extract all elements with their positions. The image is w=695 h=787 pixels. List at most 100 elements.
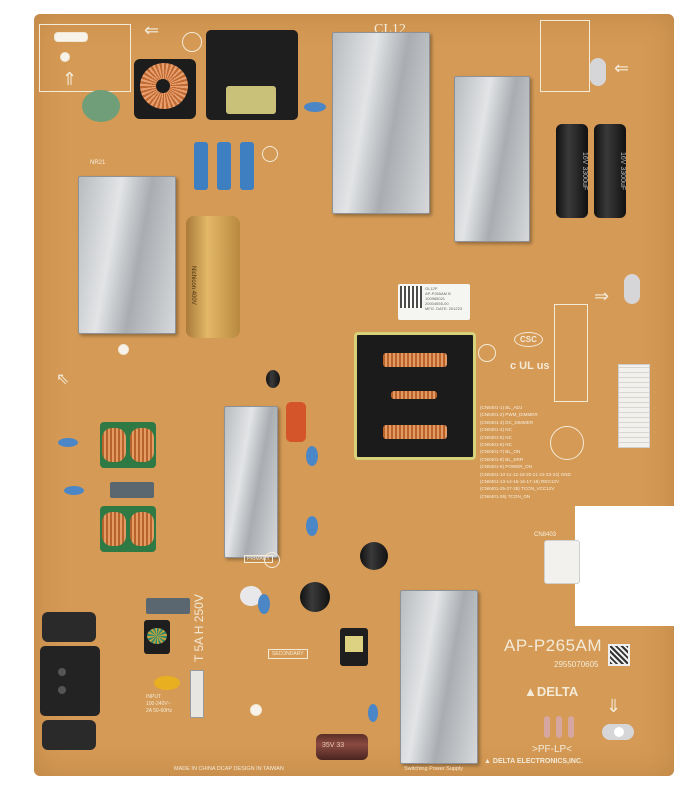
sticker-line-5: MFG. DATE: 201223	[425, 306, 463, 311]
input-voltage: 100-240V~	[146, 701, 171, 707]
pin-label: (CN8401-3) DC_DIMMER	[480, 419, 534, 425]
silk-outline	[39, 24, 131, 92]
datamatrix-code	[608, 644, 630, 666]
ac-inlet[interactable]	[40, 612, 100, 752]
heatsink-middle	[224, 406, 278, 558]
x-capacitor-2	[217, 142, 231, 190]
mounting-hole-mid	[250, 704, 262, 716]
sticker-line-4: 20004655-00	[425, 301, 449, 306]
pin-label: (CN8401-1) BL_ADJ	[480, 405, 523, 410]
resistor-rt12	[556, 716, 562, 738]
electrolytic-brown: 35V 33	[316, 734, 368, 760]
footer-text: MADE IN CHINA DCAP DESIGN IN TAIWAN	[174, 766, 284, 772]
brand-name: DELTA	[536, 684, 579, 699]
csc-mark: CSC	[514, 332, 543, 347]
transformer-winding-top	[383, 353, 447, 367]
heatsink-left	[78, 176, 176, 334]
pin-label: (CN8401-7) BL_ON	[480, 449, 521, 455]
sticker-line-3: 100985021	[425, 296, 446, 301]
pin-label: (CN8401-2) PWM_DIMMER	[480, 412, 538, 418]
arrow-left-small-icon: ⇖	[56, 371, 70, 388]
board-cutout	[575, 506, 685, 626]
sticker-line-2: AP-P265AM B	[425, 291, 451, 296]
film-capacitor-red	[286, 402, 306, 442]
output-capacitor-1: 16V 3300uF	[556, 124, 588, 218]
pin-label: (CN8401-25-27-28) TCON_VCC12V	[480, 486, 555, 492]
bulk-cap-marking: Nichicon 400V	[190, 266, 196, 305]
fuse-f6101	[190, 670, 204, 718]
resistor-rt11	[544, 716, 550, 738]
silk-outline-tr	[540, 20, 590, 92]
input-current: 2A 50-60Hz	[146, 708, 173, 714]
varistor-z1	[154, 676, 180, 690]
brown-cap-marking: 35V 33	[322, 742, 345, 749]
y-capacitor-cy2	[64, 486, 84, 495]
output-capacitor-2: 16V 3300uF	[594, 124, 626, 218]
brand-full-text: DELTA ELECTRONICS,INC.	[492, 758, 583, 765]
cn8403-label: CN8403	[534, 532, 557, 538]
delta-small-triangle-icon: ▲	[484, 758, 491, 765]
bulk-capacitor: Nichicon 400V	[186, 216, 240, 338]
label-sticker: GL12P AP-P265AM B 100985021 20004655-00 …	[398, 284, 470, 320]
arrow-up-icon: ⇑	[62, 69, 78, 89]
arrow-left-icon: ⇐	[614, 58, 630, 78]
x-capacitor-gray-2	[146, 598, 190, 614]
small-electrolytic	[266, 370, 280, 388]
y-capacitor-blue-large	[258, 594, 270, 614]
designator-nr21: NR21	[90, 160, 106, 166]
heatsink-top-right	[454, 76, 530, 242]
blue-cap-small	[304, 102, 326, 112]
secondary-label: SECONDARY	[268, 649, 308, 659]
resistor-rt13	[568, 716, 574, 738]
transformer-l750	[340, 628, 368, 666]
x-capacitor-gray-1	[110, 482, 154, 498]
part-number: 2955070605	[554, 660, 599, 669]
transformer-winding-mid	[391, 391, 437, 399]
brand-full: ▲ DELTA ELECTRONICS,INC.	[484, 758, 583, 765]
thermistor-ntc	[82, 90, 120, 122]
connector-cn8401[interactable]	[618, 364, 650, 448]
input-label: INPUT	[146, 694, 161, 700]
mounting-pad-bottom-right	[602, 724, 634, 740]
electrolytic-mid-1	[360, 542, 388, 570]
arrow-left-top-icon: ⇐	[144, 20, 160, 40]
ul-mark: c UL us	[510, 360, 550, 372]
test-point-sp4	[264, 552, 280, 568]
qr-code-icon	[400, 286, 422, 308]
pin-label: (CN8401-26) TCON_ON	[480, 493, 531, 499]
pin-label: (CN8401-5) NC	[480, 434, 512, 440]
y-capacitor-cy3	[58, 438, 78, 447]
y-capacitor-c714	[368, 704, 378, 722]
line-filter-fl1	[100, 422, 156, 468]
sticker-line-1: GL12P	[425, 286, 438, 291]
mounting-hole	[60, 52, 70, 62]
main-transformer	[354, 332, 476, 460]
output-connector-cn8403[interactable]	[544, 540, 580, 584]
pin-label: (CN8401-4) NC	[480, 427, 512, 433]
delta-logo: ▲DELTA	[524, 684, 578, 699]
fuse-rating: T 5A H 250V	[192, 594, 206, 662]
pfc-inductor	[206, 30, 298, 120]
common-mode-choke-fl3	[144, 620, 170, 654]
pin-label: (CN8401-8) BL_ERR	[480, 456, 524, 462]
heatsink-top-center	[332, 32, 430, 214]
test-point-sp5	[478, 344, 496, 362]
electrolytic-mid-2	[300, 582, 330, 612]
arrow-right-icon: ⇒	[594, 286, 610, 306]
silk-outline-c1200	[554, 304, 588, 402]
pin-label: (CN8401-10-11-12-19-20-21-22-23-24) GND	[480, 471, 571, 477]
capacitor-c1200-outline	[550, 426, 584, 460]
delta-triangle-icon: ▲	[524, 684, 537, 699]
line-filter-fl2	[100, 506, 156, 552]
y-capacitor-c6205	[306, 446, 318, 466]
y-capacitor-c6208	[306, 516, 318, 536]
mounting-pad-right	[624, 274, 640, 304]
test-point-sp2	[182, 32, 202, 52]
mounting-pad-top-right	[590, 58, 606, 86]
mounting-slot	[54, 32, 88, 42]
material-mark: >PF-LP<	[532, 744, 573, 755]
model-number: AP-P265AM	[504, 636, 603, 655]
footer-right-text: Switching Power Supply	[404, 766, 464, 772]
mounting-hole-left	[118, 344, 129, 355]
pin-label: (CN8401-9) POWER_ON	[480, 464, 533, 470]
